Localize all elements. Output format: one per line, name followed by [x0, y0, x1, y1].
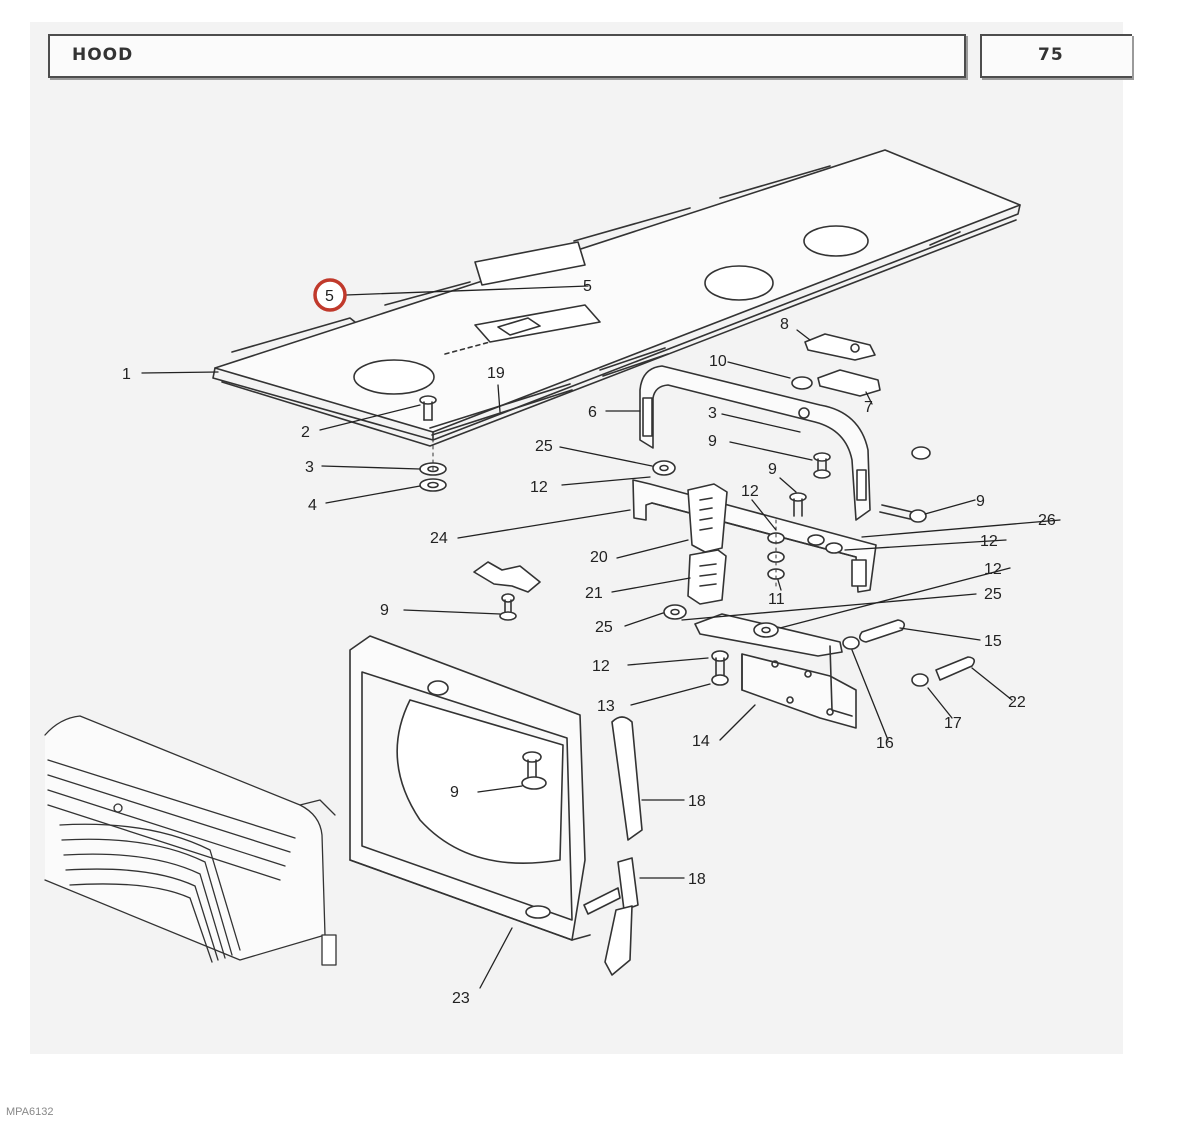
callout-11: 11	[768, 591, 785, 608]
callout-1: 1	[122, 366, 131, 383]
callout-9: 9	[708, 433, 717, 450]
hinge-plate	[817, 369, 881, 397]
callout-2: 2	[301, 424, 310, 441]
washer	[807, 534, 825, 546]
bolt	[711, 650, 729, 686]
bushing	[753, 622, 779, 638]
page-number: 75	[1038, 45, 1064, 65]
bushing	[663, 604, 687, 620]
callout-12: 12	[592, 658, 610, 675]
hood-panel	[212, 149, 1021, 447]
callout-23: 23	[452, 990, 470, 1007]
callout-13: 13	[597, 698, 615, 715]
callout-18: 18	[688, 793, 706, 810]
title-box: HOOD	[48, 34, 966, 78]
callout-9: 9	[380, 602, 389, 619]
bushing-hole	[761, 626, 771, 634]
callout-10: 10	[709, 353, 727, 370]
callout-9: 9	[450, 784, 459, 801]
washer	[825, 542, 843, 554]
callout-25: 25	[984, 586, 1002, 603]
callout-8: 8	[780, 316, 789, 333]
callout-16: 16	[876, 735, 894, 752]
callout-3: 3	[708, 405, 717, 422]
page-title: HOOD	[72, 45, 134, 65]
callout-5: 5	[583, 278, 592, 295]
seal-strip	[583, 887, 621, 915]
callouts: 1 2 3 4 5 5 19 6 8 10 7 3 9 9 9 25 12 12…	[122, 278, 1056, 1007]
callout-12: 12	[530, 479, 548, 496]
callout-20: 20	[590, 549, 608, 566]
callout-25: 25	[535, 438, 553, 455]
callout-6: 6	[588, 404, 597, 421]
figure-code: MPA6132	[6, 1106, 54, 1118]
bushing	[652, 460, 676, 476]
bolt	[813, 452, 831, 479]
callout-18: 18	[688, 871, 706, 888]
callout-15: 15	[984, 633, 1002, 650]
callout-19: 19	[487, 365, 505, 382]
callout-14: 14	[692, 733, 710, 750]
washer	[791, 376, 813, 390]
front-grille	[44, 715, 337, 966]
clip	[473, 561, 541, 621]
bracket	[687, 549, 727, 605]
callout-24: 24	[430, 530, 448, 547]
callout-3: 3	[305, 459, 314, 476]
highlight-circle	[313, 278, 347, 312]
rubber-seal	[604, 905, 633, 976]
callout-21: 21	[585, 585, 603, 602]
callout-9: 9	[976, 493, 985, 510]
callout-26: 26	[1038, 512, 1056, 529]
washer	[911, 673, 929, 687]
callout-7: 7	[864, 399, 873, 416]
washer	[419, 478, 447, 492]
bolt	[789, 492, 807, 517]
rivet	[850, 343, 860, 353]
callout-12: 12	[980, 533, 998, 550]
callout-9: 9	[768, 461, 777, 478]
callout-25: 25	[595, 619, 613, 636]
link-rod	[858, 619, 906, 643]
bolt	[879, 504, 927, 523]
washer-hole	[427, 481, 439, 489]
bushing-hole	[670, 608, 680, 616]
nut	[911, 446, 931, 460]
bolt	[521, 751, 547, 790]
radiator-frame	[349, 635, 591, 941]
callout-17: 17	[944, 715, 962, 732]
bolt	[935, 656, 976, 681]
hinge-plate	[804, 333, 876, 361]
page-number-box: 75	[980, 34, 1132, 78]
bracket	[687, 483, 728, 553]
rubber-seal	[617, 857, 639, 911]
callout-5-highlighted: 5	[325, 288, 334, 305]
callout-22: 22	[1008, 694, 1026, 711]
hood-support-bracket	[639, 365, 871, 521]
rubber-seal	[611, 716, 643, 841]
bolt	[419, 395, 437, 421]
callout-12: 12	[741, 483, 759, 500]
callout-4: 4	[308, 497, 317, 514]
callout-12: 12	[984, 561, 1002, 578]
leader-lines	[141, 285, 1061, 989]
bushing-hole	[659, 464, 669, 472]
washer	[842, 636, 860, 650]
